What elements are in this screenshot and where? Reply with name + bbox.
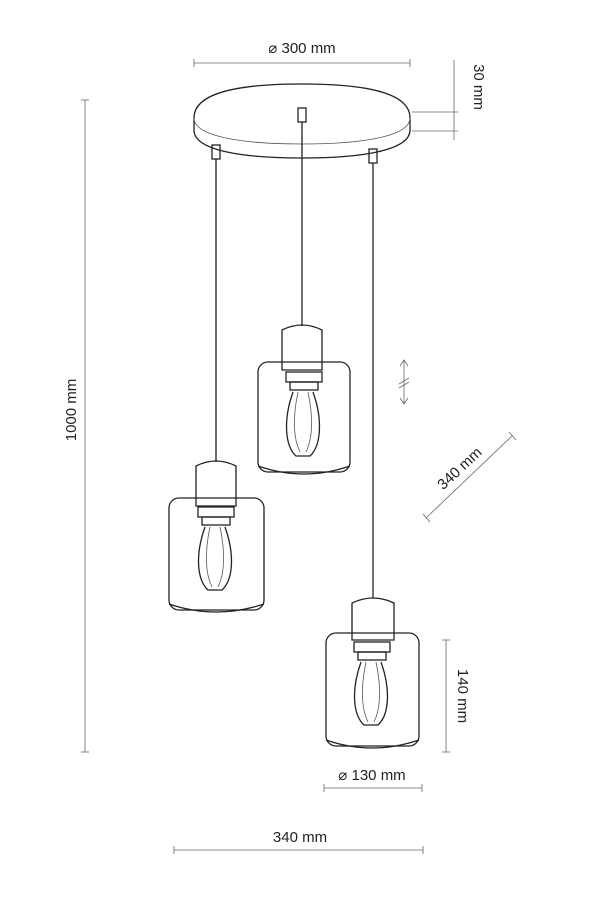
cable-grips bbox=[211, 107, 378, 164]
dimension-total-height: 1000 mm bbox=[63, 99, 89, 753]
canopy-height-label: 30 mm bbox=[470, 64, 487, 110]
canopy-diameter-label: ⌀ 300 mm bbox=[268, 40, 335, 57]
shade-diameter-label: ⌀ 130 mm bbox=[338, 767, 405, 784]
dimension-overall-width: 340 mm bbox=[173, 829, 424, 854]
total-height-label: 1000 mm bbox=[63, 379, 80, 442]
dimension-cluster-diameter: 340 mm bbox=[422, 431, 517, 523]
pendant-right bbox=[325, 597, 420, 749]
dimension-shade-height: 140 mm bbox=[442, 639, 471, 753]
dimension-shade-diameter: ⌀ 130 mm bbox=[323, 767, 423, 792]
double-arrow-adjust-icon bbox=[398, 359, 410, 405]
overall-width-label: 340 mm bbox=[273, 829, 327, 846]
pendant-left bbox=[168, 460, 265, 613]
dimension-canopy-height: 30 mm bbox=[412, 60, 487, 140]
pendant-middle bbox=[257, 324, 351, 475]
suspension-cables bbox=[215, 122, 374, 598]
shade-height-label: 140 mm bbox=[454, 669, 471, 723]
dimension-canopy-diameter: ⌀ 300 mm bbox=[193, 40, 411, 67]
